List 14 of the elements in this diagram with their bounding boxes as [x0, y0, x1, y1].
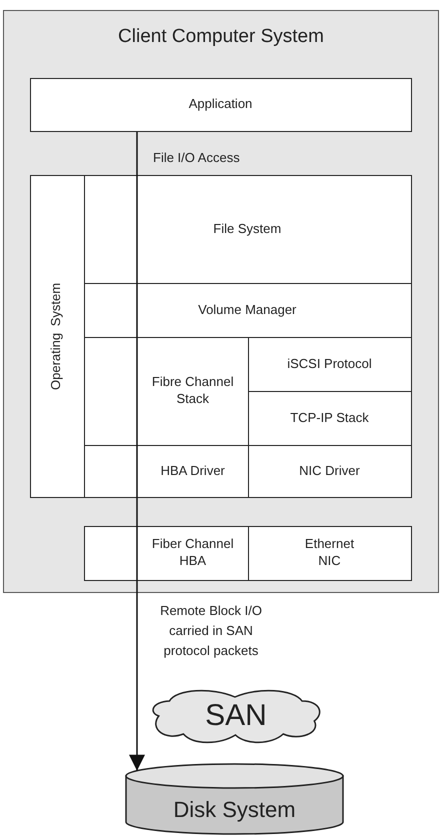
- system-panel: [3, 10, 439, 593]
- layer-block: iSCSI Protocol: [248, 336, 412, 392]
- panel-title: Client Computer System: [118, 25, 324, 49]
- layer-block: NIC Driver: [248, 444, 412, 498]
- layer-block: File System: [138, 174, 412, 284]
- layer-block: Fibre Channel Stack: [138, 336, 248, 446]
- layer-block: Ethernet NIC: [248, 526, 412, 580]
- layer-block: Application: [30, 78, 412, 132]
- layer-block: Volume Manager: [138, 282, 412, 338]
- layer-block: TCP-IP Stack: [248, 390, 412, 446]
- layer-block: Fiber Channel HBA: [138, 526, 248, 580]
- layer-block: HBA Driver: [138, 444, 248, 498]
- arrow: [129, 132, 145, 771]
- vertical-layer-block: Operating System: [30, 174, 84, 498]
